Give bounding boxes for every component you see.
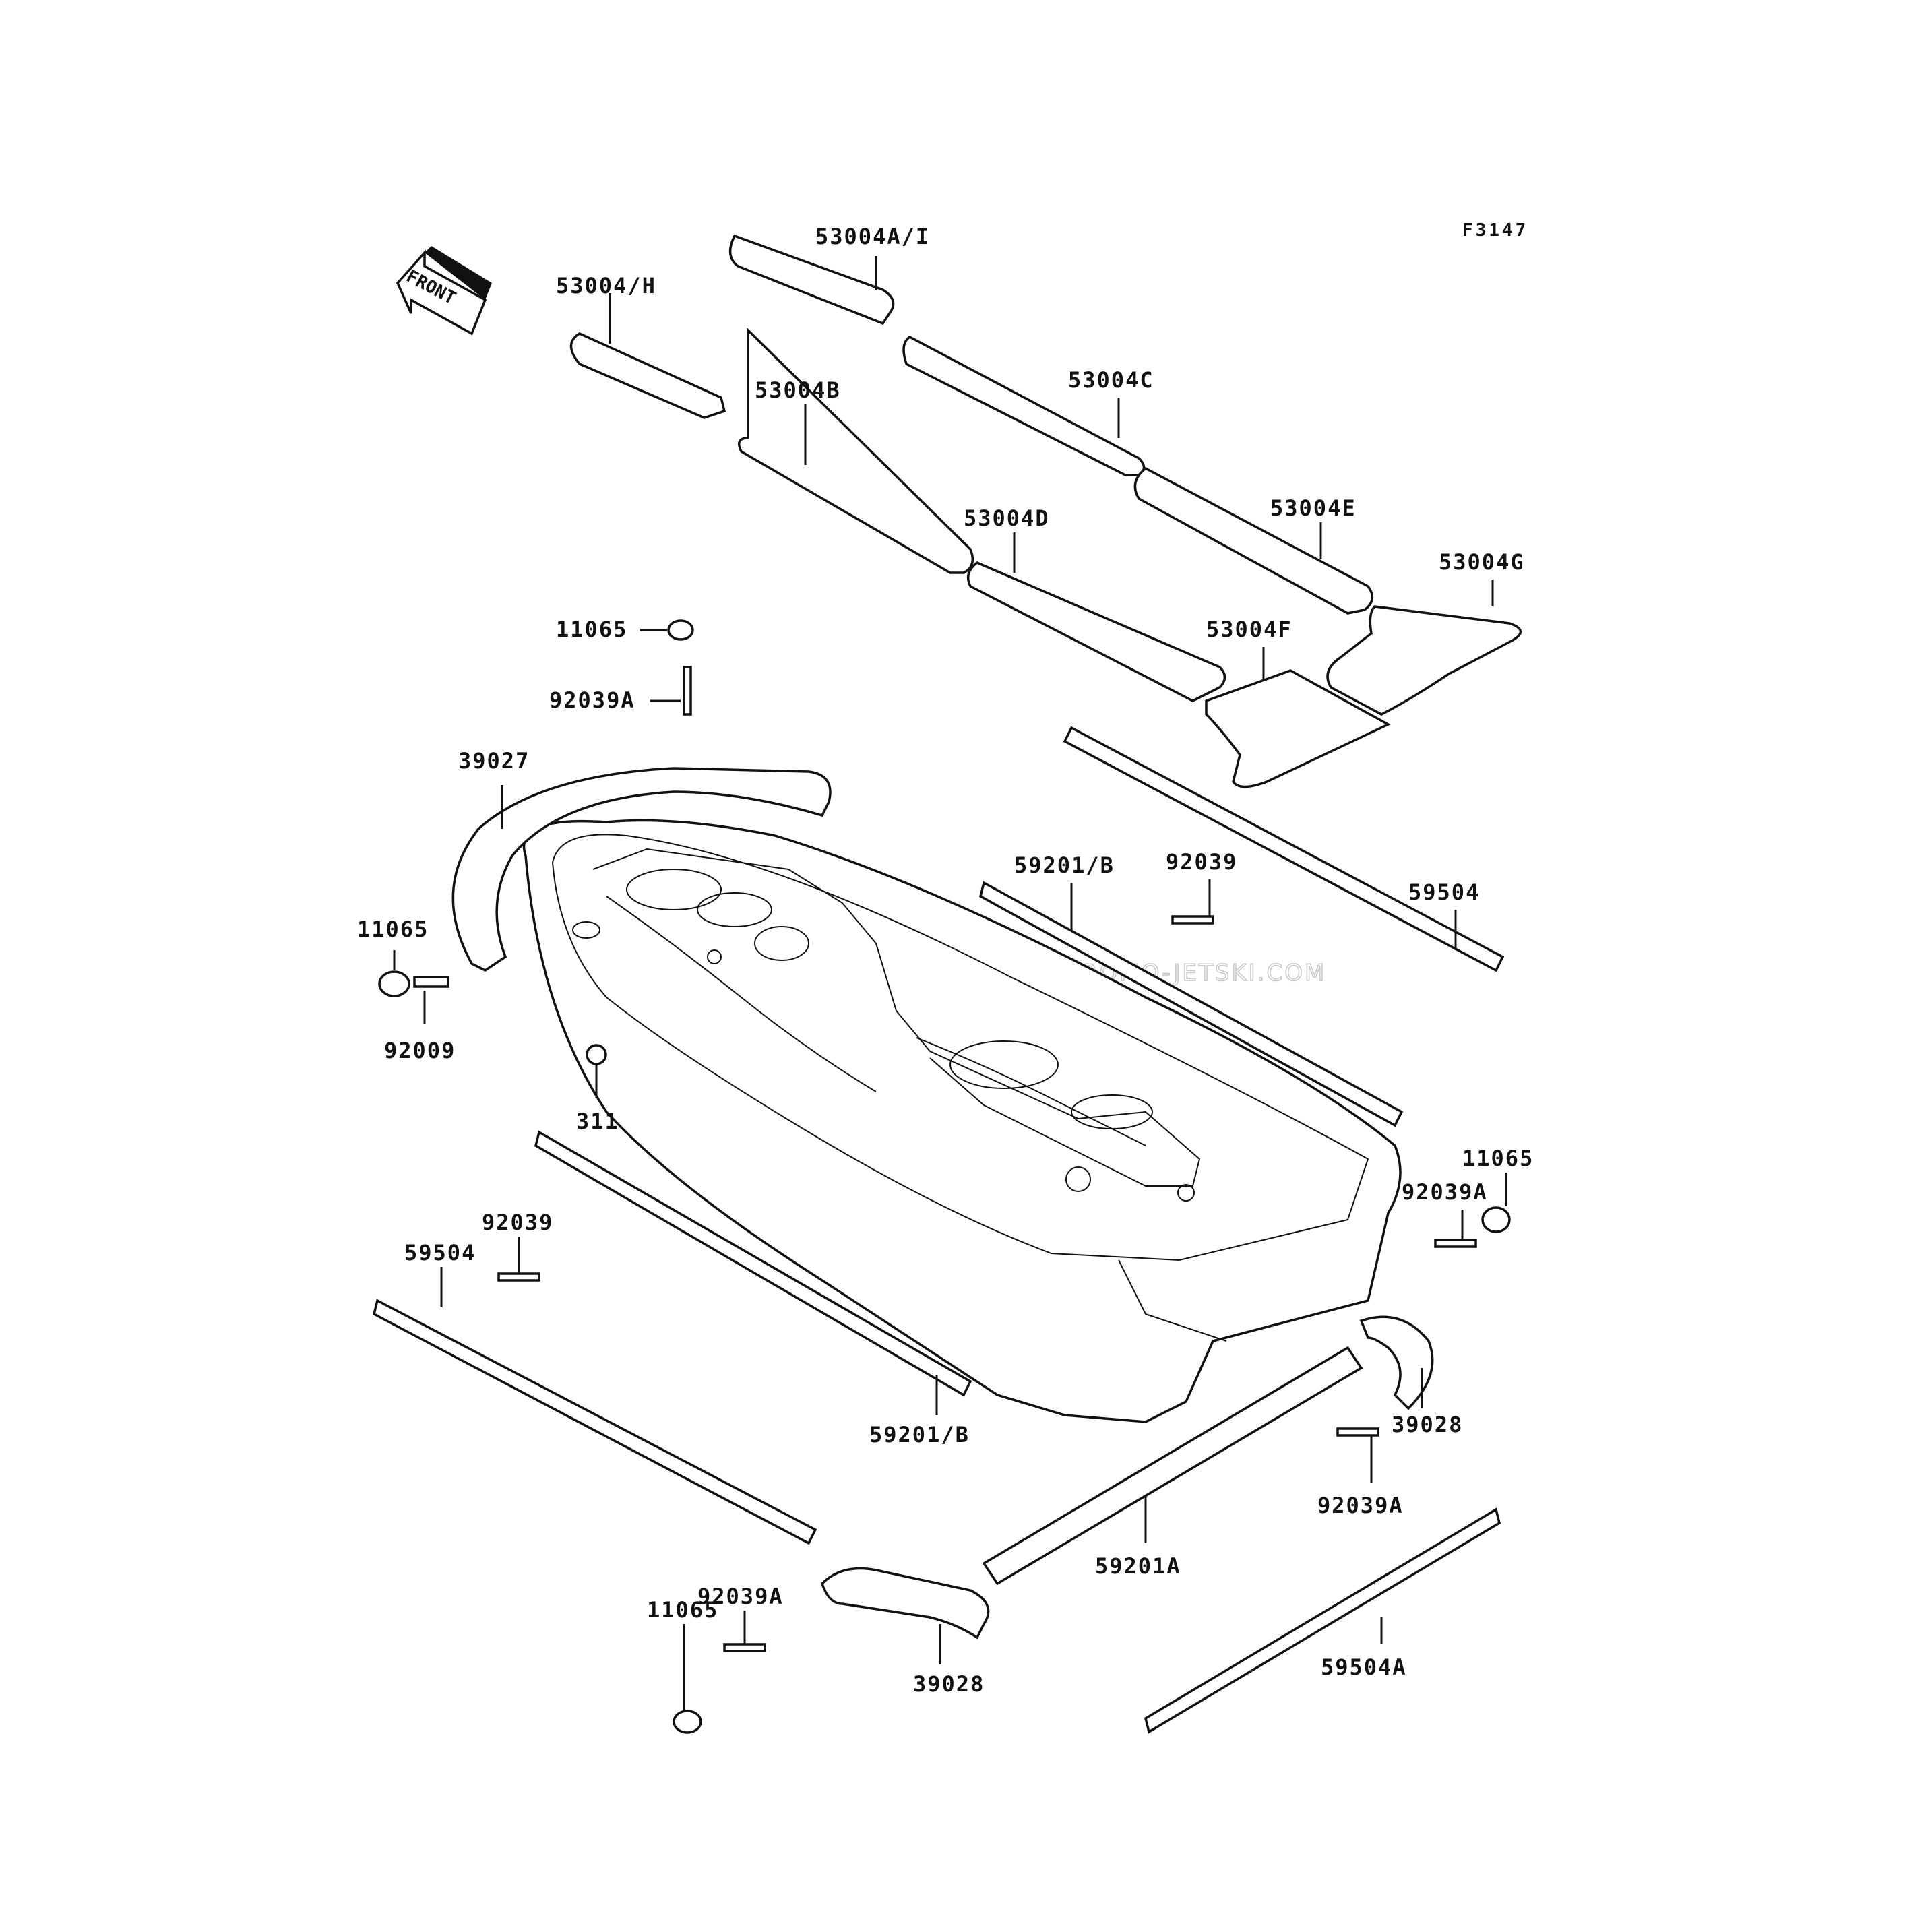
mat-53004AI xyxy=(728,234,895,325)
label-92039-top: 92039 xyxy=(1166,849,1237,875)
label-92039A-right: 92039A xyxy=(1402,1179,1488,1205)
label-39028-right: 39028 xyxy=(1392,1412,1463,1437)
rivet-92039-left xyxy=(497,1272,540,1282)
label-53004F: 53004F xyxy=(1206,617,1292,642)
label-92039A-top: 92039A xyxy=(549,687,635,713)
cap-11065-left xyxy=(378,970,410,997)
rail-59201B-top xyxy=(978,881,1404,1127)
guard-39028-right xyxy=(1359,1315,1434,1410)
label-53004D: 53004D xyxy=(964,505,1050,531)
label-11065-top: 11065 xyxy=(556,617,627,642)
gunwale-39027 xyxy=(451,767,832,972)
label-59201B-bottom: 59201/B xyxy=(869,1422,970,1447)
cap-11065-right xyxy=(1481,1206,1511,1233)
label-92039-left: 92039 xyxy=(482,1210,553,1235)
rail-59504A xyxy=(1144,1507,1501,1734)
mat-53004B xyxy=(737,327,974,574)
label-11065-bottom: 11065 xyxy=(647,1597,718,1623)
label-53004H: 53004/H xyxy=(556,273,656,299)
label-11065-left: 11065 xyxy=(357,916,429,942)
mat-53004H xyxy=(569,332,726,419)
label-59504A: 59504A xyxy=(1321,1654,1407,1680)
label-59504-left: 59504 xyxy=(404,1240,476,1266)
rivet-92039A-mid xyxy=(1336,1427,1379,1437)
rivet-92039A-bottom xyxy=(723,1643,766,1652)
hull-body xyxy=(522,819,1402,1423)
mat-53004G xyxy=(1326,605,1522,716)
bolt-92009 xyxy=(413,976,449,988)
label-39027: 39027 xyxy=(458,748,530,774)
label-59504-right: 59504 xyxy=(1408,879,1480,905)
label-11065-right: 11065 xyxy=(1462,1146,1534,1171)
label-311: 311 xyxy=(576,1109,619,1134)
label-53004G: 53004G xyxy=(1439,549,1525,575)
mat-53004D xyxy=(966,561,1226,702)
label-53004E: 53004E xyxy=(1270,495,1357,521)
label-92039A-bottom: 92039A xyxy=(697,1584,784,1609)
guard-39028-bottom xyxy=(820,1567,990,1640)
label-92009: 92009 xyxy=(384,1038,456,1063)
label-92039A-mid: 92039A xyxy=(1317,1493,1404,1518)
leader-lines xyxy=(393,256,1507,1712)
label-59201A: 59201A xyxy=(1095,1553,1181,1579)
label-53004B: 53004B xyxy=(755,377,841,403)
rail-59504-right xyxy=(1063,726,1505,972)
mat-53004F xyxy=(1205,669,1391,788)
label-53004C: 53004C xyxy=(1068,367,1154,393)
cap-11065-top xyxy=(667,619,694,641)
cap-11065-bottom xyxy=(673,1710,702,1734)
front-arrow-icon: FRONT xyxy=(396,246,492,336)
nut-311 xyxy=(586,1044,607,1065)
rivet-92039-top xyxy=(1171,915,1214,925)
mat-53004E xyxy=(1133,466,1374,615)
mat-53004C xyxy=(902,335,1146,476)
label-53004AI: 53004A/I xyxy=(815,224,930,249)
rail-59201A xyxy=(982,1346,1363,1586)
label-59201B-top: 59201/B xyxy=(1014,852,1115,878)
figure-code: F3147 xyxy=(1462,220,1528,241)
label-39028-bottom: 39028 xyxy=(913,1671,985,1697)
rivet-92039A-right xyxy=(1434,1239,1477,1248)
rail-59201B-bottom xyxy=(534,1130,972,1397)
rail-59504-left xyxy=(372,1299,817,1545)
rivet-92039A-top xyxy=(683,666,692,716)
